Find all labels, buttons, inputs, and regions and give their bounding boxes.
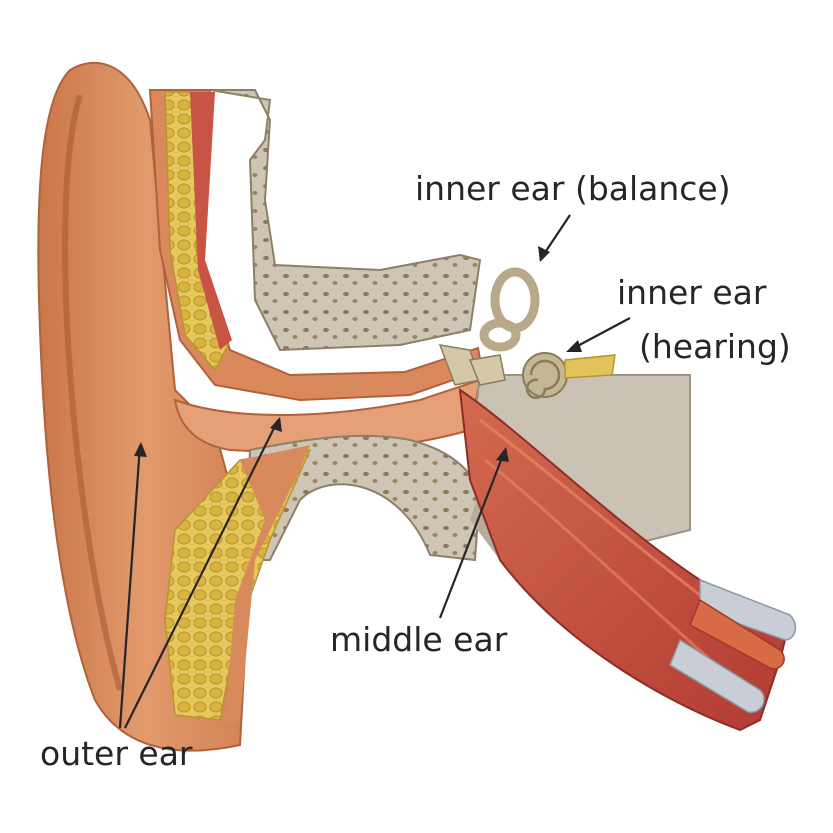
nerve-tube-3: [689, 598, 785, 670]
nerve-tube-1: [699, 578, 797, 641]
label-inner-ear-balance: inner ear (balance): [415, 169, 731, 208]
lower-skin-layer: [225, 445, 310, 725]
arrowheads: [134, 246, 582, 462]
upper-muscle-strip: [190, 92, 232, 350]
cochlear-nerve: [564, 354, 616, 379]
cochlea: [522, 352, 568, 399]
upper-temporal-bone: [209, 89, 482, 352]
eustachian-muscle-bundle: [458, 387, 792, 732]
label-inner-ear-hearing-line1: inner ear: [617, 273, 767, 312]
semicircular-canals: [479, 267, 540, 352]
label-outer-ear: outer ear: [40, 734, 193, 773]
label-inner-ear-hearing-line2: (hearing): [639, 327, 791, 366]
auricle-fold: [62, 94, 123, 691]
arrow-outer-2: [124, 419, 279, 729]
nerve-tube-2: [669, 638, 765, 714]
label-middle-ear: middle ear: [330, 620, 508, 659]
arrow-middle: [438, 449, 507, 619]
arrow-outer-1: [118, 444, 142, 729]
arrow-hearing: [569, 317, 631, 351]
ossicles: [438, 344, 506, 386]
